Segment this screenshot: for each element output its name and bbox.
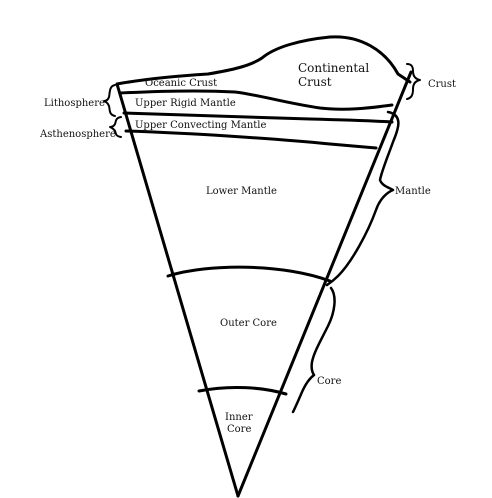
outer-core-label: Outer Core <box>220 318 277 329</box>
mantle-brace <box>325 110 400 287</box>
surface-outline <box>115 35 412 86</box>
asthenosphere-base-line <box>124 129 378 150</box>
core-mantle-boundary <box>166 265 332 283</box>
lithosphere-label: Lithosphere <box>44 98 105 109</box>
wedge-left-edge <box>115 82 240 498</box>
mantle-label: Mantle <box>395 186 431 197</box>
upper-rigid-mantle-label: Upper Rigid Mantle <box>135 98 236 109</box>
lithosphere-base-line <box>122 111 394 124</box>
wedge-right-edge <box>236 70 413 498</box>
inner-core-boundary <box>197 385 288 396</box>
asthenosphere-brace <box>109 116 122 138</box>
core-label: Core <box>317 376 341 387</box>
crust-brace <box>406 63 421 100</box>
inner-core-label-line2: Core <box>227 424 251 435</box>
lithosphere-brace <box>103 84 116 117</box>
core-brace <box>291 286 336 414</box>
asthenosphere-label: Asthenosphere <box>39 129 116 140</box>
crust-base-line <box>118 89 394 111</box>
crust-label: Crust <box>428 79 456 90</box>
oceanic-crust-label: Oceanic Crust <box>145 78 217 89</box>
upper-convecting-mantle-label: Upper Convecting Mantle <box>135 120 266 131</box>
inner-core-label-line1: Inner <box>225 412 253 423</box>
lower-mantle-label: Lower Mantle <box>206 186 277 197</box>
continental-crust-label-line1: Continental <box>298 61 369 75</box>
continental-crust-label-line2: Crust <box>298 75 332 89</box>
